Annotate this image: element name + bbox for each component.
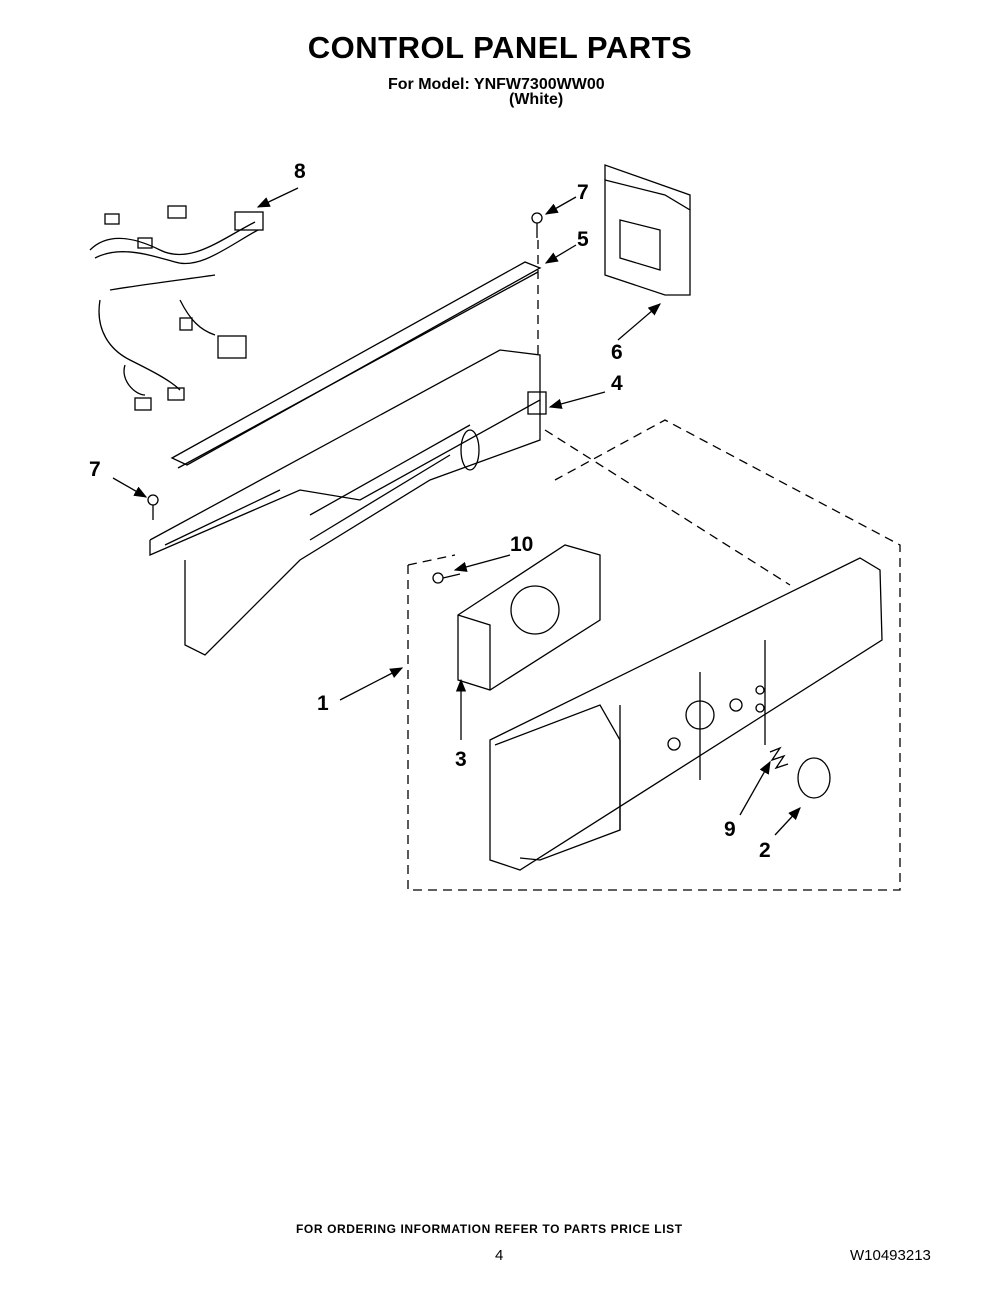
ordering-note: FOR ORDERING INFORMATION REFER TO PARTS … <box>296 1222 683 1236</box>
console <box>489 557 883 871</box>
callout-1: 1 <box>317 692 329 715</box>
page-title: CONTROL PANEL PARTS <box>307 30 693 65</box>
page-number: 4 <box>495 1247 504 1264</box>
console-bracket <box>149 349 547 656</box>
callout-8: 8 <box>294 160 306 183</box>
callout-9: 9 <box>724 818 736 841</box>
callout-7-left: 7 <box>89 458 101 481</box>
assembly-boundary <box>407 240 901 891</box>
callout-10: 10 <box>510 533 534 556</box>
screw <box>147 212 543 584</box>
callout-7-top: 7 <box>577 181 589 204</box>
control-board <box>604 164 691 296</box>
spring <box>769 746 789 770</box>
trim-strip <box>170 261 542 469</box>
wire-harness <box>89 205 264 411</box>
user-interface-board <box>457 544 601 691</box>
callout-6: 6 <box>611 341 623 364</box>
callout-3: 3 <box>455 748 467 771</box>
model-line: For Model: YNFW7300WW00 <box>388 76 605 93</box>
leader-arrows <box>112 187 801 836</box>
document-number: W10493213 <box>850 1247 931 1264</box>
callout-4: 4 <box>611 372 623 395</box>
color-line: (White) <box>509 91 564 108</box>
callout-2: 2 <box>759 839 771 862</box>
knob <box>797 757 831 799</box>
callout-5: 5 <box>577 228 589 251</box>
